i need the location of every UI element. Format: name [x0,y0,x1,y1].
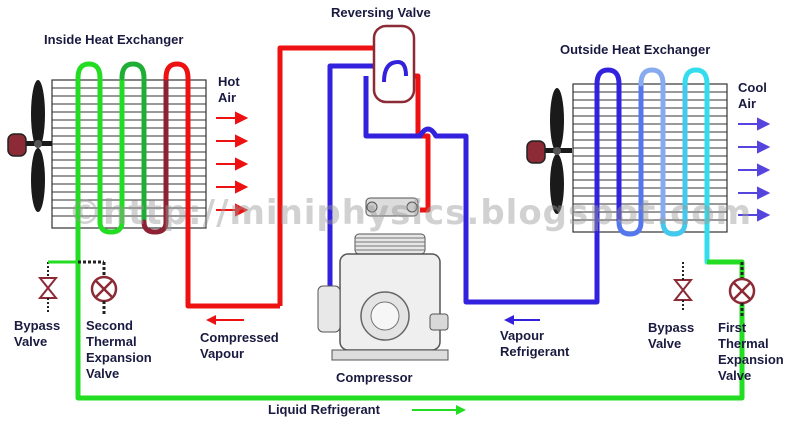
inside-fan-icon [7,80,52,212]
first-expansion-valve-icon [728,262,756,316]
hot-air-label-line1: Hot [218,74,240,89]
hot-air-arrows [216,111,249,217]
right-bypass-valve-icon [672,262,694,312]
inside-heat-exchanger-label: Inside Heat Exchanger [44,32,183,47]
inside-coil [75,61,191,303]
second-tev-label-line1: Second [86,318,133,333]
left-bypass-label-line2: Valve [14,334,47,349]
compressed-vapour-label-line1: Compressed [200,330,279,345]
second-expansion-valve-icon [78,260,118,314]
vapour-refrigerant-arrow [504,315,540,325]
right-bypass-label-line2: Valve [648,336,681,351]
liquid-refrigerant-arrow [412,405,466,415]
compressed-vapour-arrow [206,315,244,325]
reversing-valve [372,24,416,104]
second-tev-label-line2: Thermal [86,334,137,349]
left-bypass-label-line1: Bypass [14,318,60,333]
hot-air-label-line2: Air [218,90,236,105]
vapour-refrigerant-label-line2: Refrigerant [500,344,570,359]
cool-air-arrows [738,117,771,222]
compressor-label: Compressor [336,370,413,385]
second-tev-label-line3: Expansion [86,350,152,365]
cool-air-label-line1: Cool [738,80,767,95]
outside-fan-icon [526,88,572,214]
compressed-vapour-label-line2: Vapour [200,346,244,361]
right-bypass-label-line1: Bypass [648,320,694,335]
outside-coil [594,67,710,303]
compressor-icon [317,197,449,361]
first-tev-label-line2: Thermal [718,336,769,351]
first-tev-label-line1: First [718,320,747,335]
reversing-valve-label: Reversing Valve [331,5,431,20]
cool-air-label-line2: Air [738,96,756,111]
second-tev-label-line4: Valve [86,366,119,381]
outside-heat-exchanger-label: Outside Heat Exchanger [560,42,710,57]
liquid-refrigerant-label: Liquid Refrigerant [268,402,381,417]
first-tev-label-line4: Valve [718,368,751,383]
vapour-refrigerant-label-line1: Vapour [500,328,544,343]
first-tev-label-line3: Expansion [718,352,784,367]
watermark: ©http://miniphysics.blogspot.com [68,193,752,233]
left-bypass-valve-icon [37,260,78,312]
